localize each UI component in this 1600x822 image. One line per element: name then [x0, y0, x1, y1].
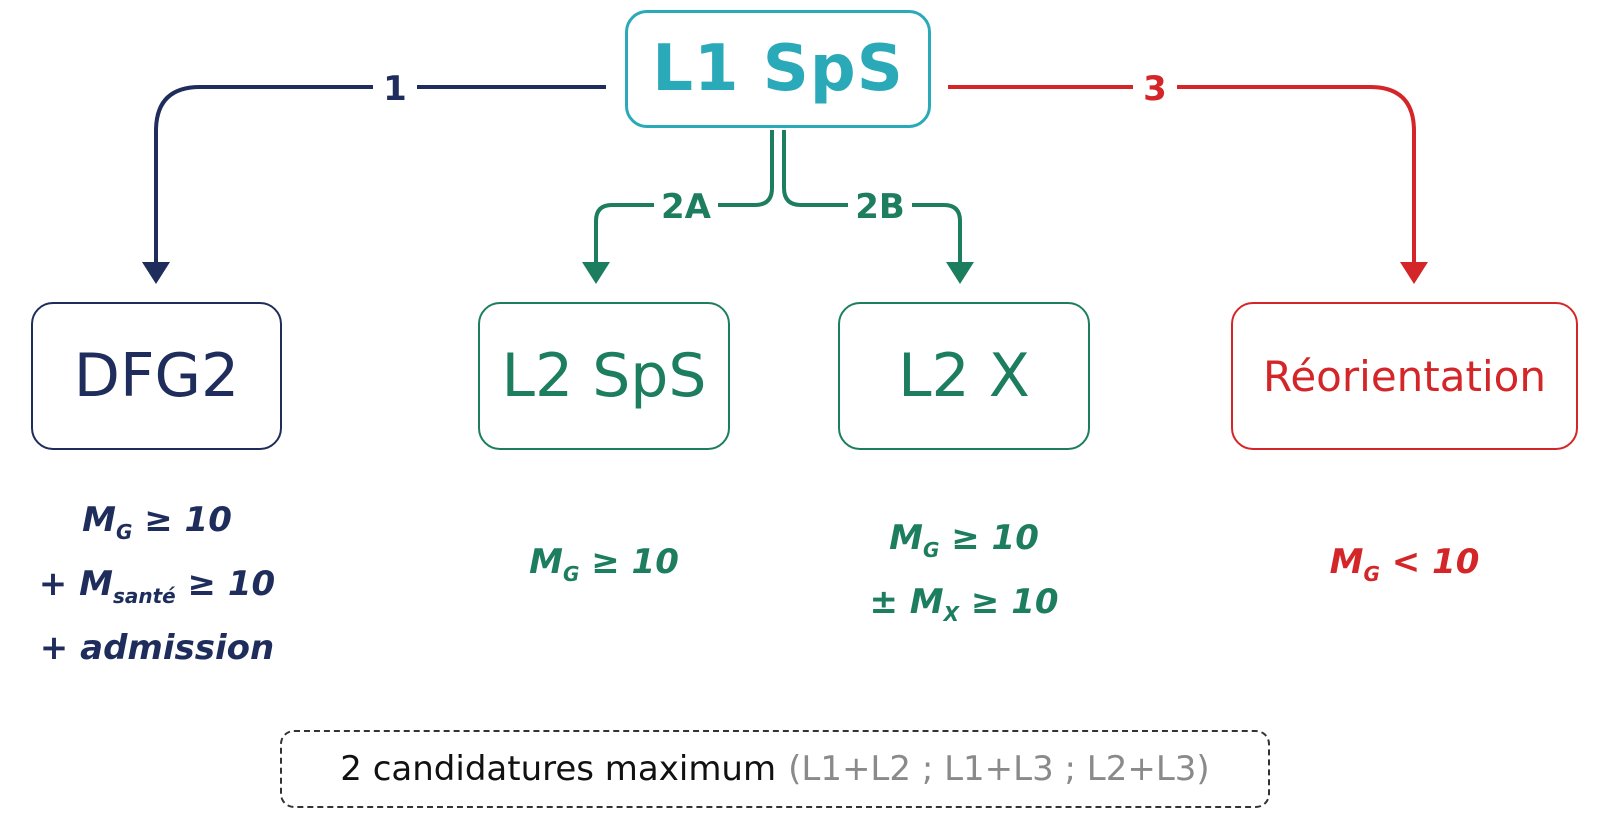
condition-dfg2: MG ≥ 10 + Msanté ≥ 10 + admission [20, 494, 294, 674]
cond-symbol: M [82, 500, 116, 540]
node-dfg2-label: DFG2 [73, 341, 240, 411]
condition-dfg2-line1: MG ≥ 10 [20, 494, 294, 558]
node-l2-x-label: L2 X [898, 341, 1030, 411]
cond-subscript: G [115, 520, 133, 544]
cond-threshold: ≥ 10 [959, 582, 1059, 622]
condition-reorientation: MG < 10 [1231, 536, 1578, 600]
cond-threshold: < 10 [1379, 542, 1480, 582]
cond-threshold: ≥ 10 [132, 500, 232, 540]
node-reorientation: Réorientation [1231, 302, 1578, 450]
cond-subscript: G [562, 562, 580, 586]
node-dfg2: DFG2 [31, 302, 282, 450]
cond-symbol: + M [38, 564, 113, 604]
edge-line-3 [948, 85, 1416, 262]
cond-threshold: ≥ 10 [579, 542, 679, 582]
condition-l2-sps: MG ≥ 10 [478, 536, 730, 600]
cond-subscript: X [943, 602, 960, 626]
condition-dfg2-line2: + Msanté ≥ 10 [20, 558, 294, 622]
arrowhead-1 [142, 262, 170, 284]
cond-subscript: G [922, 538, 940, 562]
condition-l2-x-line2: ± MX ≥ 10 [824, 576, 1104, 640]
cond-symbol: M [1329, 542, 1364, 582]
cond-threshold: ≥ 10 [939, 518, 1039, 558]
arrowhead-3 [1400, 262, 1428, 284]
node-reorientation-label: Réorientation [1263, 351, 1546, 401]
cond-symbol: M [889, 518, 923, 558]
edge-label-2a: 2A [654, 190, 718, 224]
node-l1-sps: L1 SpS [625, 10, 931, 128]
condition-l2-x-line1: MG ≥ 10 [824, 512, 1104, 576]
condition-dfg2-line3: + admission [39, 628, 275, 668]
cond-subscript: santé [112, 584, 176, 608]
cond-subscript: G [1363, 562, 1380, 586]
cond-threshold: ≥ 10 [175, 564, 276, 604]
node-l2-x: L2 X [838, 302, 1090, 450]
arrowhead-2a [582, 262, 610, 284]
node-l2-sps: L2 SpS [478, 302, 730, 450]
cond-symbol: M [529, 542, 563, 582]
condition-l2-x: MG ≥ 10 ± MX ≥ 10 [824, 512, 1104, 640]
node-l2-sps-label: L2 SpS [501, 341, 707, 411]
edge-label-1: 1 [373, 72, 417, 106]
note-combinations: (L1+L2 ; L1+L3 ; L2+L3) [788, 749, 1210, 789]
candidatures-note: 2 candidatures maximum (L1+L2 ; L1+L3 ; … [280, 730, 1270, 808]
arrowhead-2b [946, 262, 974, 284]
edge-line-1 [154, 85, 606, 262]
note-main: 2 candidatures maximum [340, 749, 777, 789]
cond-symbol: ± M [869, 582, 944, 622]
edge-label-2b: 2B [848, 190, 912, 224]
node-l1-sps-label: L1 SpS [652, 32, 904, 106]
edge-label-3: 3 [1133, 72, 1177, 106]
